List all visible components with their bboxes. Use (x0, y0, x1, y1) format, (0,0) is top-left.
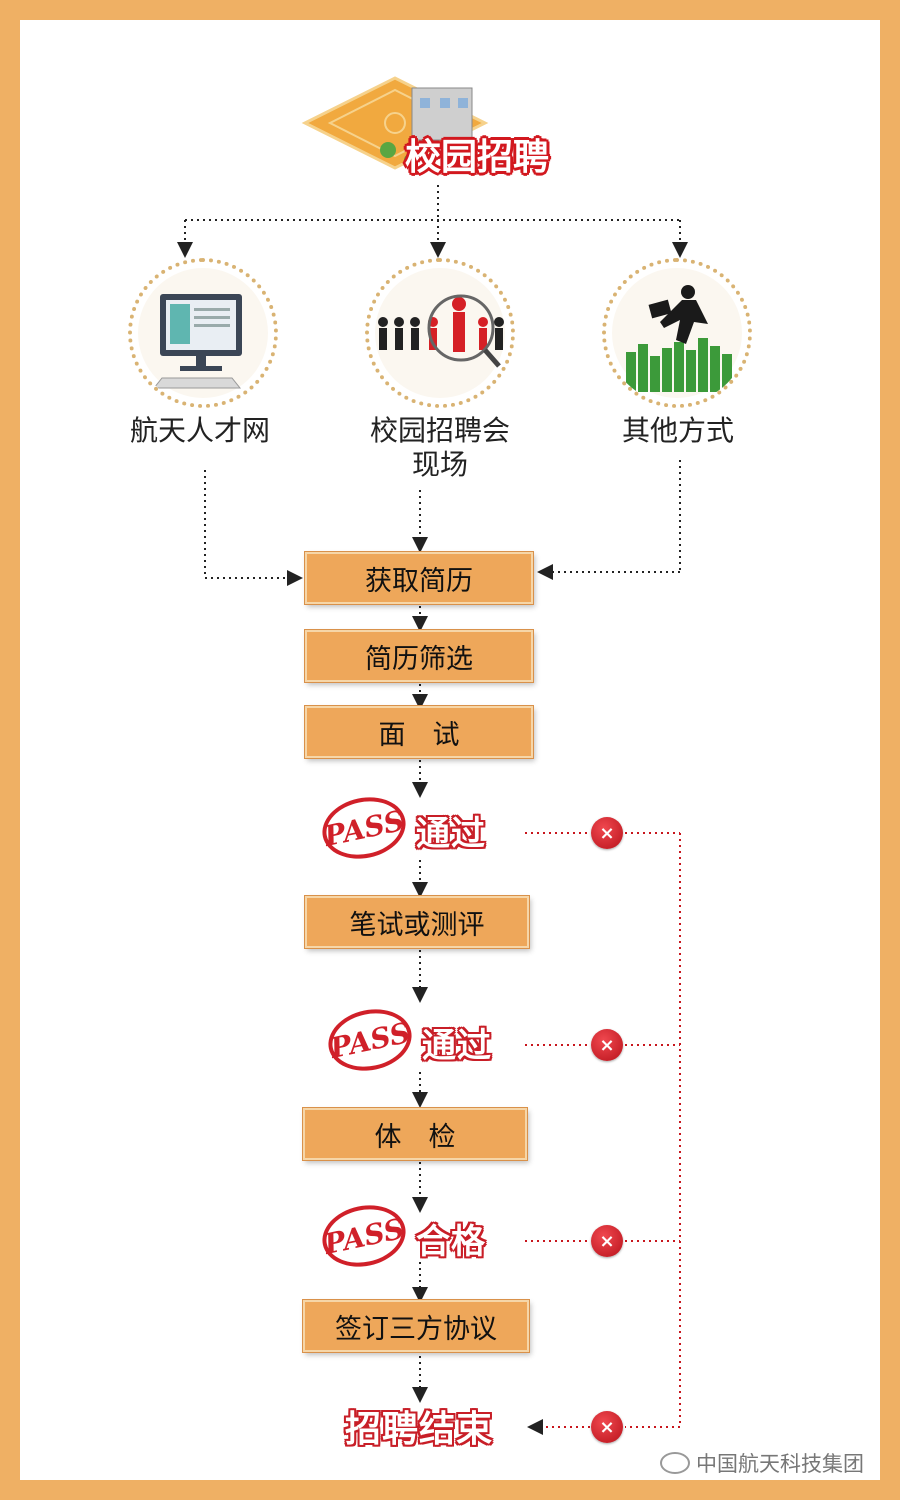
reject-icon-1: × (591, 817, 623, 849)
pass-word-2: 通过 (422, 1026, 492, 1066)
end-label: 招聘结束 (345, 1409, 494, 1450)
source-label-talent-site: 航天人才网 (129, 414, 270, 447)
step-written-test: 笔试或测评 (305, 896, 529, 948)
watermark-text: 中国航天科技集团 (696, 1452, 864, 1476)
step-screen-resume: 简历筛选 (305, 630, 533, 682)
campus-illustration (301, 76, 489, 170)
crowd-magnifier-icon (378, 294, 504, 368)
step-sign-agreement: 签订三方协议 (303, 1300, 529, 1352)
watermark: 中国航天科技集团 (660, 1448, 864, 1478)
reject-icon-2: × (591, 1029, 623, 1061)
wechat-icon (660, 1452, 690, 1474)
source-circle-other (602, 258, 752, 408)
source-label-job-fair: 校园招聘会 现场 (369, 414, 510, 481)
step-physical-exam: 体 检 (303, 1108, 527, 1160)
pass-word-3: 合格 (416, 1222, 486, 1262)
source-label-other: 其他方式 (621, 414, 734, 447)
step-interview: 面 试 (305, 706, 533, 758)
source-circle-talent-site (128, 258, 278, 408)
reject-icon-3: × (591, 1225, 623, 1257)
businessman-jump-icon (626, 285, 732, 392)
computer-icon (152, 294, 242, 389)
source-circle-job-fair (365, 258, 515, 408)
header-title: 校园招聘 (405, 137, 550, 178)
reject-icon-end: × (591, 1411, 623, 1443)
step-get-resume: 获取简历 (305, 552, 533, 604)
pass-word-1: 通过 (416, 814, 486, 854)
